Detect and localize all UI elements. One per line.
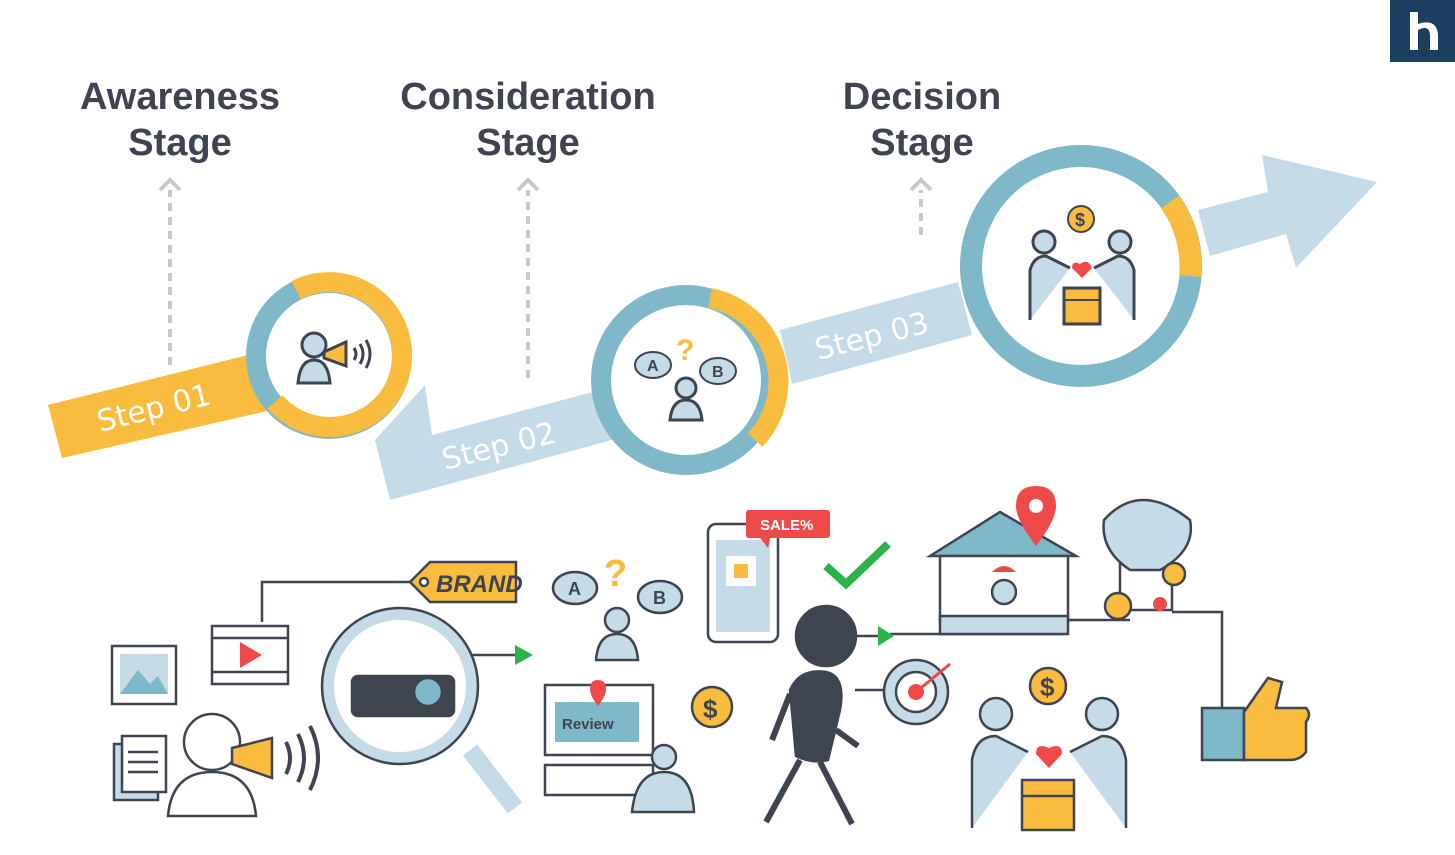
checkmark-icon xyxy=(823,541,891,590)
decision-line1: Decision xyxy=(842,76,1002,118)
svg-text:$: $ xyxy=(1040,672,1055,702)
consideration-line2: Stage xyxy=(476,122,580,164)
svg-text:?: ? xyxy=(604,553,627,595)
deal-certificate-icon xyxy=(1102,498,1193,621)
awareness-line2: Stage xyxy=(128,122,232,164)
step-02-band: Step 02 xyxy=(375,385,612,500)
step-03-band: Step 03 xyxy=(780,155,1377,384)
target-icon xyxy=(882,658,951,726)
svg-text:B: B xyxy=(712,364,724,381)
decision-line2: Stage xyxy=(870,122,974,164)
question-icon: A B ? xyxy=(634,334,737,422)
megaphone-icon xyxy=(296,331,372,385)
ab-person-icon: A B ? xyxy=(551,553,684,662)
svg-text:Review: Review xyxy=(562,716,614,733)
awareness-line1: Awareness xyxy=(80,76,280,118)
svg-text:A: A xyxy=(568,579,581,599)
thumbs-up-icon xyxy=(1200,676,1311,762)
stage-connector-arrows xyxy=(158,177,933,378)
magnifier-icon xyxy=(320,606,523,814)
review-computer-icon: Review xyxy=(543,680,696,814)
handshake-icon: $ xyxy=(1028,205,1136,326)
video-icon xyxy=(210,624,290,686)
step-01-band: Step 01 xyxy=(48,352,280,458)
svg-text:?: ? xyxy=(676,334,694,367)
sale-phone-icon: SALE% xyxy=(706,510,830,644)
consideration-ring: A B ? xyxy=(591,285,789,475)
store-icon xyxy=(925,486,1081,636)
svg-text:$: $ xyxy=(1075,210,1085,230)
coin-icon: $ xyxy=(690,685,734,729)
awareness-stage-title: Awareness Stage xyxy=(30,74,330,166)
document-icon xyxy=(112,734,168,802)
bottom-illustration: BRAND A B ? Review xyxy=(110,486,1311,832)
consideration-line1: Consideration xyxy=(400,76,656,118)
megaphone-person-icon xyxy=(166,712,320,818)
consideration-stage-title: Consideration Stage xyxy=(378,74,678,166)
svg-text:$: $ xyxy=(703,694,718,724)
svg-text:SALE%: SALE% xyxy=(760,517,813,534)
svg-text:B: B xyxy=(653,588,666,608)
svg-text:A: A xyxy=(647,358,659,375)
image-icon xyxy=(110,644,178,706)
decision-ring: $ xyxy=(960,145,1202,387)
decision-stage-title: Decision Stage xyxy=(772,74,1072,166)
walking-person-icon xyxy=(763,604,860,826)
brand-tag-icon: BRAND xyxy=(408,560,523,604)
svg-text:BRAND: BRAND xyxy=(436,571,523,598)
awareness-ring xyxy=(246,272,413,439)
logo-icon xyxy=(1390,0,1455,62)
exchange-people-icon: $ xyxy=(970,666,1128,832)
